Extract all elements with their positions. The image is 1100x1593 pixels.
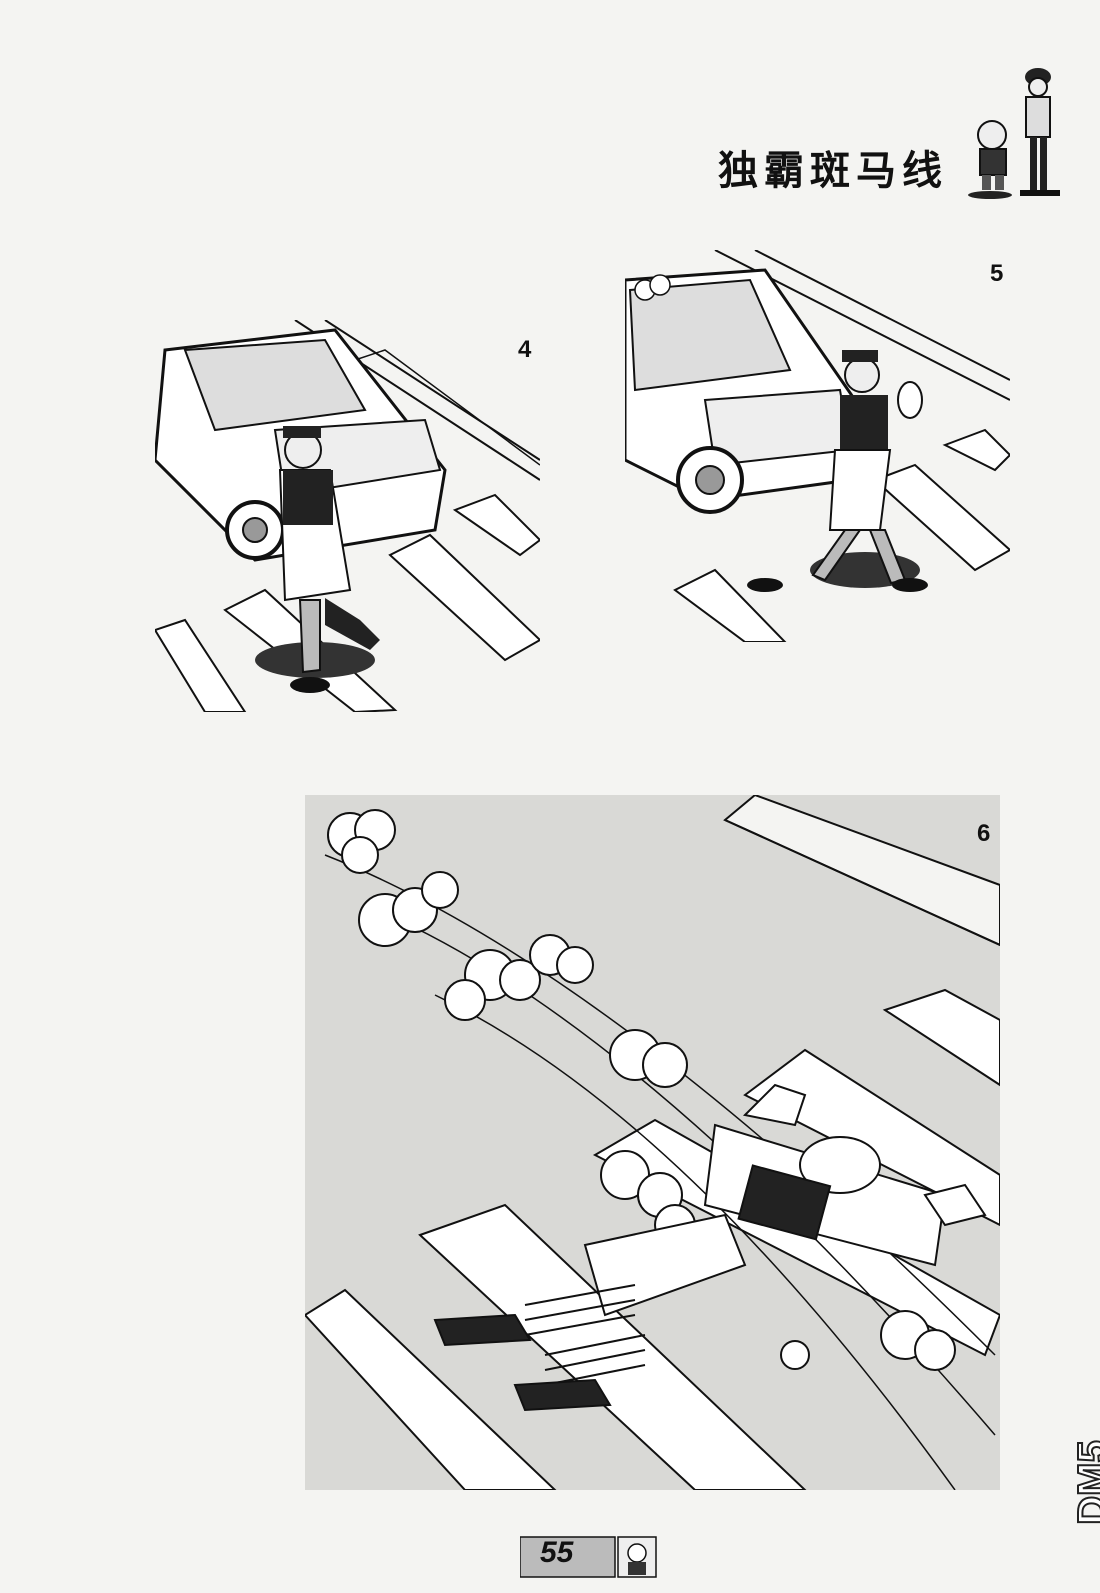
panel-6-illustration <box>305 795 1000 1490</box>
comic-panel-6 <box>305 795 1000 1490</box>
comic-panel-5 <box>625 250 1010 642</box>
page-number: 55 <box>540 1536 574 1569</box>
panel-number-5: 5 <box>990 260 1004 287</box>
panel-number-6: 6 <box>977 820 991 847</box>
watermark-logo: DM5 <box>1070 1439 1100 1525</box>
chapter-title: 独霸斑马线 <box>718 148 948 194</box>
panel-4-illustration <box>155 320 540 712</box>
panel-5-illustration <box>625 250 1010 642</box>
page-number-box <box>520 1536 657 1578</box>
comic-panel-4 <box>155 320 540 712</box>
mascot-figures-image <box>968 68 1060 199</box>
panel-number-4: 4 <box>518 336 532 363</box>
